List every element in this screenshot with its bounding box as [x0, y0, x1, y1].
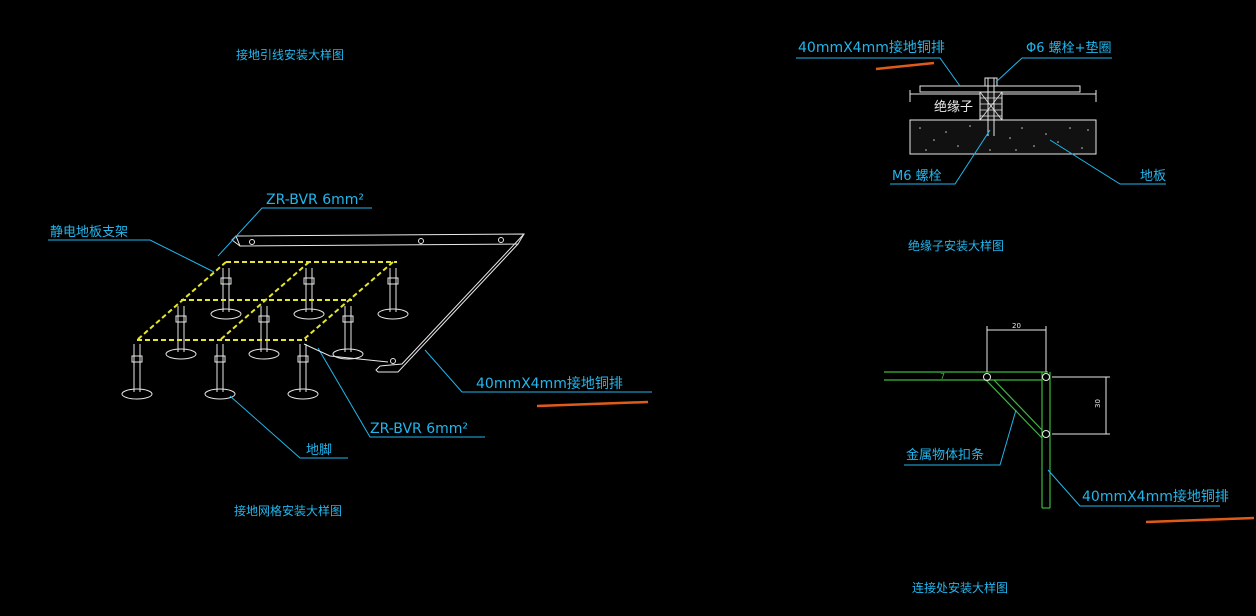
dimension-lines: [986, 326, 1110, 435]
insulator-leader-lines: [796, 57, 1166, 185]
connection-copper-bar-label: 40mmX4mm接地铜排: [1082, 488, 1229, 505]
floor-label: 地板: [1140, 169, 1166, 184]
connection-leader-lines: [904, 409, 1220, 507]
grounding-grid-detail: ZR-BVR 6mm² 静电地板支架 40mmX4mm接地铜排 ZR-BVR 6…: [48, 192, 652, 459]
grid-copper-bar-highlight: [536, 400, 649, 408]
pedestal-feet: [121, 268, 409, 400]
grounding-grid-title: 接地网格安装大样图: [234, 503, 342, 518]
insulator-copper-bar: [919, 85, 1081, 93]
dim-vertical: 30: [1094, 399, 1102, 408]
grounding-lead-title: 接地引线安装大样图: [236, 47, 344, 62]
grounding-wire-grid: [136, 261, 397, 341]
pedestal: [248, 306, 280, 360]
pedestal: [377, 268, 409, 320]
pedestal: [165, 306, 197, 360]
pedestal: [121, 344, 153, 400]
m6-bolt-label: M6 螺栓: [892, 169, 942, 184]
grid-copper-bar-label: 40mmX4mm接地铜排: [476, 375, 623, 392]
dim-horizontal: 20: [1012, 322, 1021, 330]
rail-mark: 7: [940, 372, 945, 381]
pedestal: [210, 268, 242, 320]
connection-bolt: [983, 373, 991, 381]
insulator-copper-bar-label: 40mmX4mm接地铜排: [798, 39, 945, 56]
bolt-washer-label: Φ6 螺栓+垫圈: [1026, 40, 1112, 56]
connection-title: 连接处安装大样图: [912, 580, 1008, 595]
connection-detail: 7 20 30 金属物体扣条 40mmX4mm接地铜排: [884, 322, 1255, 524]
support-label: 静电地板支架: [50, 225, 128, 240]
wire-label-top: ZR-BVR 6mm²: [266, 192, 364, 208]
floor-hatch: [919, 125, 1089, 151]
insulator-title: 绝缘子安装大样图: [908, 238, 1004, 253]
insulator-detail: 40mmX4mm接地铜排 Φ6 螺栓+垫圈 绝缘子 M6 螺栓 地板: [796, 39, 1166, 185]
pedestal: [332, 306, 364, 360]
insulator-hatch: [979, 91, 1003, 121]
connection-copper-bar-highlight: [1145, 516, 1255, 524]
bolt-washer: [984, 77, 998, 136]
connection-bolt: [1042, 430, 1050, 438]
connection-bolt: [1042, 373, 1050, 381]
copper-bar-strip: [231, 233, 525, 373]
wire-label-bottom: ZR-BVR 6mm²: [370, 421, 468, 437]
grid-leader-lines: [48, 207, 652, 459]
insulator-copper-bar-highlight: [875, 61, 935, 71]
pedestal: [287, 344, 319, 400]
pedestal: [204, 344, 236, 400]
foot-label: 地脚: [306, 442, 332, 458]
strap-label: 金属物体扣条: [906, 447, 984, 463]
floor-slab: [909, 90, 1097, 155]
insulator-label: 绝缘子: [934, 99, 973, 115]
green-rail: [884, 371, 1051, 509]
pedestal: [293, 268, 325, 320]
